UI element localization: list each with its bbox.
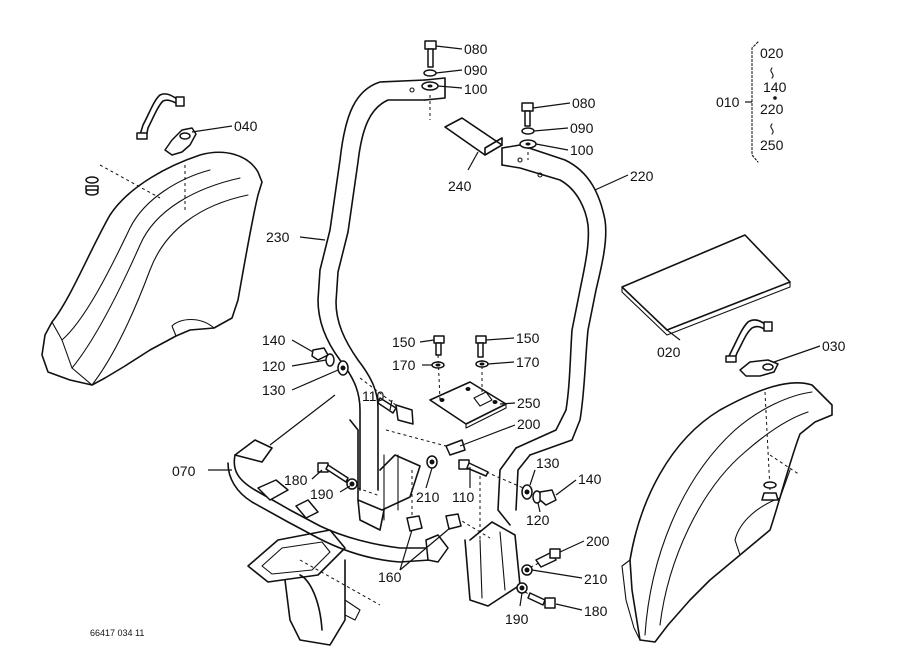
label-230: 230 <box>266 229 290 245</box>
right-lamp-bracket <box>725 319 821 377</box>
label-100-top: 100 <box>464 81 488 97</box>
legend-group-010: 010 <box>716 94 740 110</box>
seat-support <box>247 529 381 646</box>
label-220: 220 <box>630 168 654 184</box>
label-190-left: 190 <box>310 486 334 502</box>
label-210-lower: 210 <box>584 571 608 587</box>
label-140-left: 140 <box>262 332 286 348</box>
label-110-left: 110 <box>362 388 385 404</box>
label-150-right: 150 <box>516 330 540 346</box>
right-fender-nut <box>761 481 779 501</box>
label-110-right: 110 <box>452 489 475 505</box>
label-030: 030 <box>822 338 846 354</box>
label-200-lower: 200 <box>586 533 610 549</box>
label-150-left: 150 <box>392 334 416 350</box>
label-180-lower: 180 <box>584 603 608 619</box>
left-lamp-bracket <box>136 93 233 156</box>
plate-250 <box>429 381 516 429</box>
left-fender <box>41 151 263 386</box>
label-080-right: 080 <box>572 95 596 111</box>
label-180-left: 180 <box>284 472 308 488</box>
fasteners <box>311 40 561 609</box>
label-170-right: 170 <box>516 354 540 370</box>
part-labels: 080 090 100 080 090 100 040 240 220 230 … <box>172 41 846 627</box>
label-210-left: 210 <box>416 489 440 505</box>
connecting-pipe-240 <box>444 117 503 171</box>
label-040: 040 <box>234 118 258 134</box>
label-140-right: 140 <box>578 471 602 487</box>
leader-lines <box>291 45 585 611</box>
label-090-right: 090 <box>570 120 594 136</box>
label-080-top: 080 <box>464 41 488 57</box>
label-120-left: 120 <box>262 358 286 374</box>
label-200-upper: 200 <box>517 416 541 432</box>
rops-frame-left-230 <box>299 77 446 531</box>
label-130-right: 130 <box>536 455 560 471</box>
label-020: 020 <box>657 344 681 360</box>
left-fender-nut-bolt <box>85 176 99 196</box>
legend-item-250: 250 <box>760 137 784 153</box>
right-fender <box>621 382 833 643</box>
label-100-right: 100 <box>570 142 594 158</box>
label-090-top: 090 <box>464 62 488 78</box>
label-250: 250 <box>517 395 541 411</box>
seat-belt-070 <box>208 394 449 563</box>
legend-item-140: 140 <box>763 79 787 95</box>
assembly-legend: 010 020 140 220 250 <box>716 41 787 163</box>
label-240: 240 <box>448 178 472 194</box>
legend-item-220: 220 <box>760 101 784 117</box>
legend-item-020: 020 <box>760 45 784 61</box>
label-190-lower: 190 <box>505 611 529 627</box>
label-120-right: 120 <box>526 512 550 528</box>
seat-pad-020 <box>621 234 791 341</box>
label-070: 070 <box>172 463 196 479</box>
label-160: 160 <box>378 569 402 585</box>
label-130-left: 130 <box>262 382 286 398</box>
drawing-number: 66417 034 11 <box>90 628 144 638</box>
label-170-left: 170 <box>392 357 416 373</box>
